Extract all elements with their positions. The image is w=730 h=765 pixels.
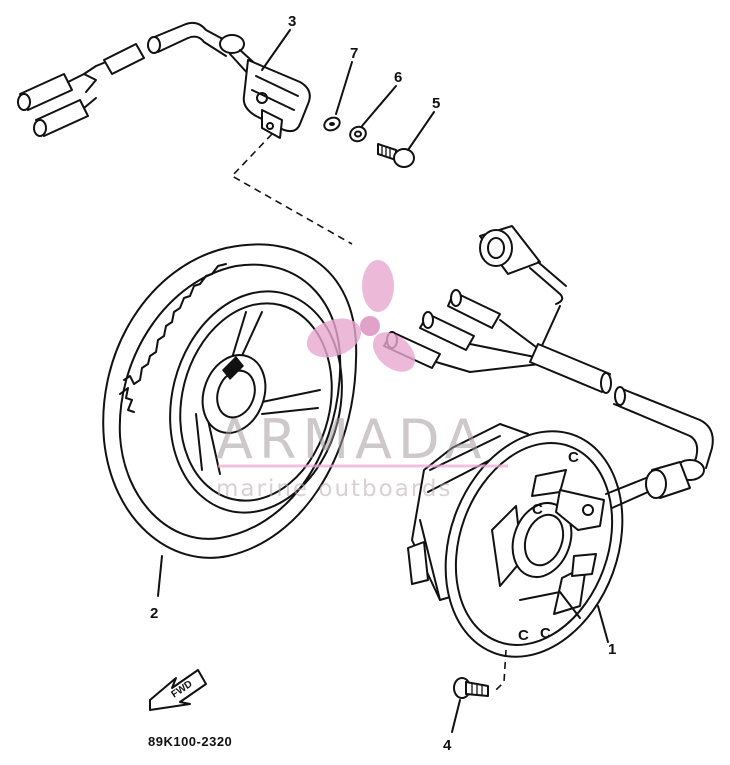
callout-2: 2	[150, 605, 158, 622]
stator-mark-c-1: C	[568, 449, 579, 466]
stator-base-part-1	[407, 423, 624, 658]
callout-7: 7	[350, 45, 358, 62]
pulser-leader-dash	[230, 133, 353, 245]
forward-arrow: FWD	[149, 669, 207, 711]
callout-numbers: 1 2 3 4 5 6 7	[150, 13, 616, 754]
callout-6: 6	[394, 69, 402, 86]
pulser-coil-assembly	[17, 21, 311, 139]
drawing-code: 89K100-2320	[148, 734, 232, 749]
callout-leaders	[261, 29, 435, 151]
screw-part-4	[451, 649, 507, 733]
stator-mark-c-2: C	[532, 501, 543, 518]
lock-washer-part-6	[349, 125, 367, 143]
callout-4: 4	[443, 737, 452, 754]
stator-mark-c-4: C	[518, 627, 529, 644]
washer-part-7	[323, 116, 341, 132]
stator-marks: C C C C	[518, 449, 579, 644]
callout-3: 3	[288, 13, 296, 30]
screw-part-5	[377, 143, 415, 168]
stator-lead-harness	[383, 225, 714, 509]
armada-watermark: ARMADA marine outboards	[216, 260, 508, 502]
flywheel-part-2	[102, 243, 358, 597]
callout-1: 1	[608, 641, 616, 658]
watermark-name: ARMADA	[216, 408, 488, 471]
stator-mark-c-3: C	[540, 625, 551, 642]
callout-5: 5	[432, 95, 440, 112]
propeller-logo	[306, 260, 416, 372]
watermark-tagline: marine outboards	[216, 476, 452, 502]
